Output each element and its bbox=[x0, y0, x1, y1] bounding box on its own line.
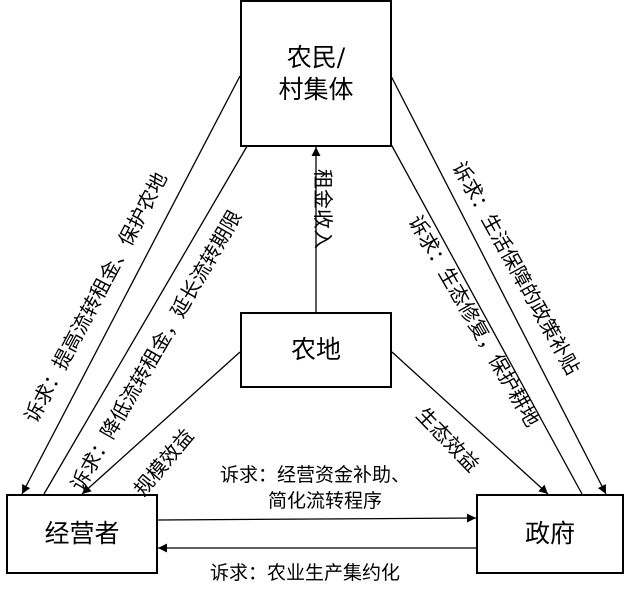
arrow-farmers-to-government bbox=[390, 75, 607, 495]
arrow-operator-to-farmers bbox=[43, 123, 261, 495]
node-farmers: 农民/ 村集体 bbox=[240, 0, 392, 147]
arrow-land-to-operator bbox=[81, 351, 241, 495]
node-farmers-line1: 农民/ bbox=[286, 42, 346, 72]
node-government: 政府 bbox=[476, 494, 624, 574]
node-operator-label: 经营者 bbox=[44, 519, 120, 548]
arrow-farmers-to-operator bbox=[21, 75, 241, 495]
node-operator: 经营者 bbox=[6, 494, 158, 574]
arrow-operator-to-government bbox=[157, 513, 477, 523]
arrow-government-to-farmers bbox=[379, 123, 583, 495]
node-land-label: 农地 bbox=[290, 335, 341, 364]
edge-label-operator-to-government-line2: 简化流转程序 bbox=[268, 490, 383, 512]
node-farmers-line2: 村集体 bbox=[278, 74, 354, 104]
node-government-label: 政府 bbox=[524, 519, 575, 548]
arrow-land-to-government bbox=[391, 351, 549, 495]
edge-label-operator-to-government-line1: 诉求：经营资金补助、 bbox=[220, 464, 411, 486]
edge-label-land-to-farmers: 租金收入 bbox=[311, 169, 335, 249]
node-land: 农地 bbox=[240, 312, 392, 388]
edge-label-government-to-operator: 诉求：农业生产集约化 bbox=[210, 562, 401, 584]
